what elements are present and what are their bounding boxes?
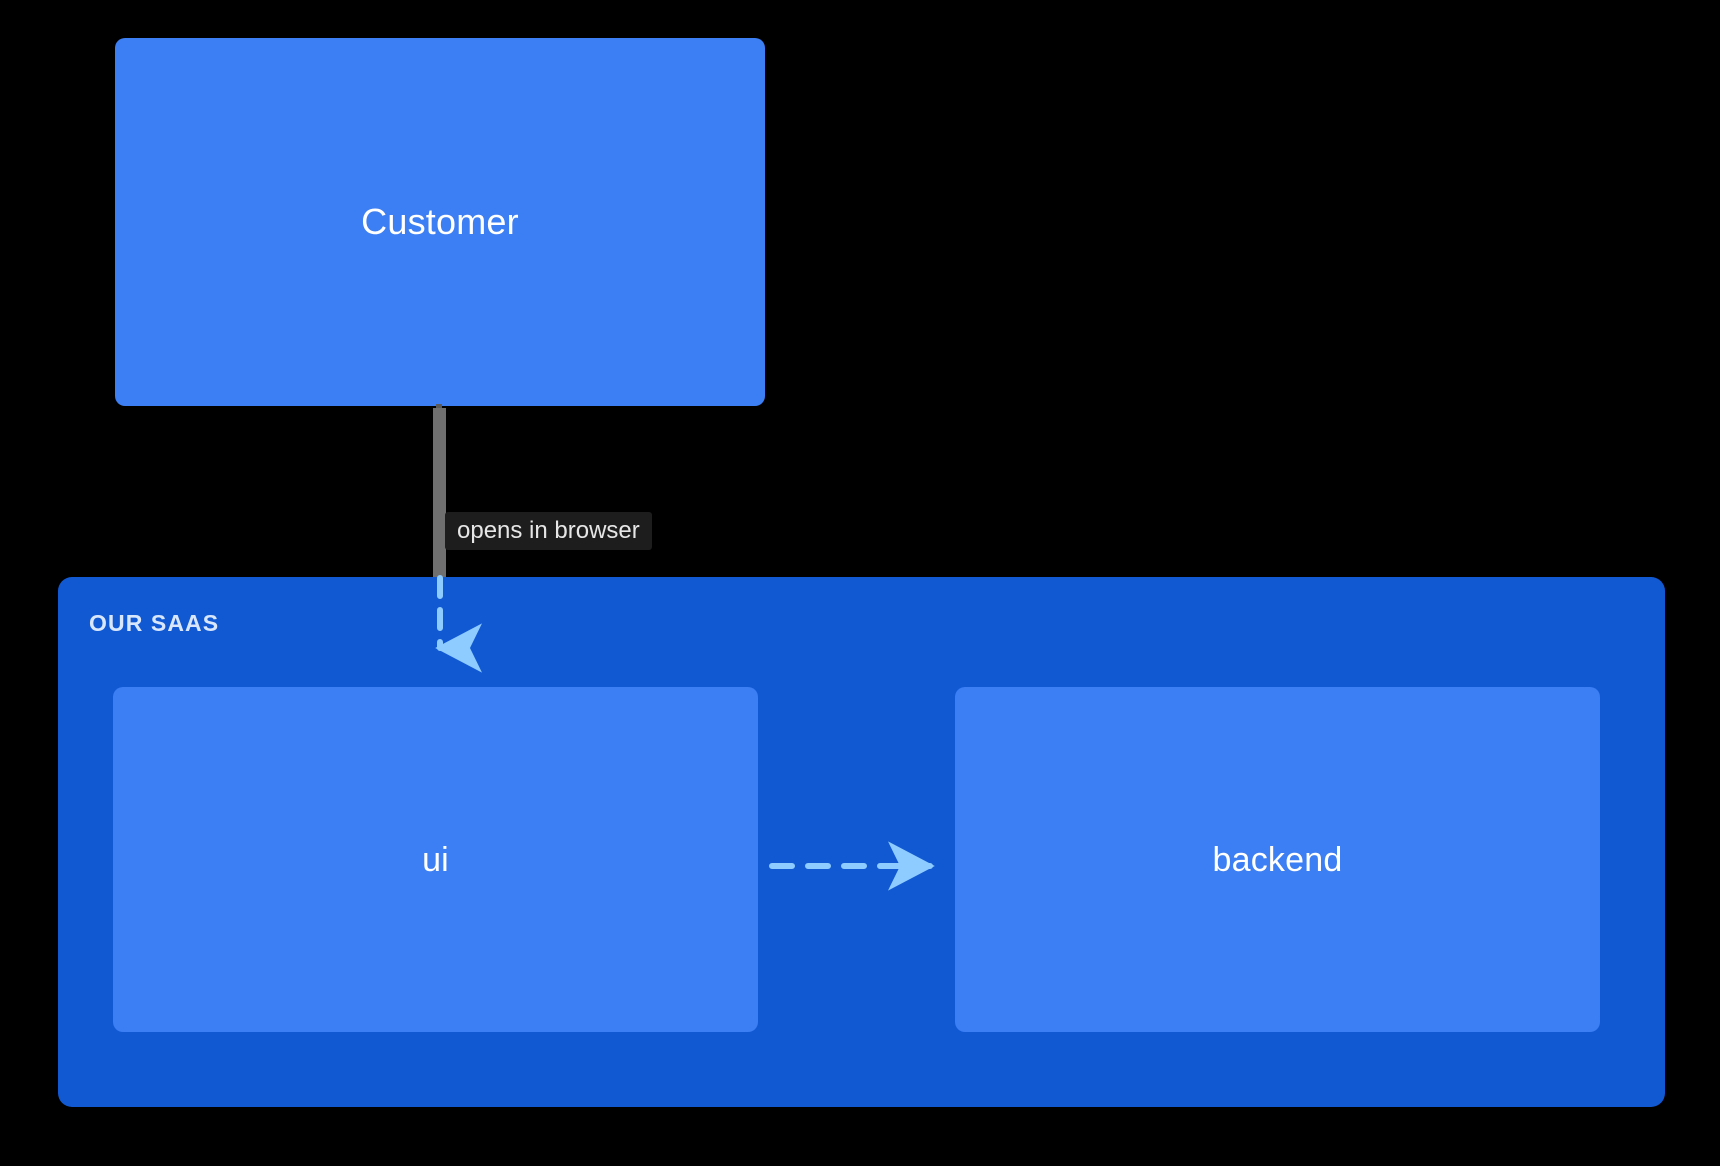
node-customer-label: Customer <box>361 201 519 242</box>
node-backend-label: backend <box>1212 840 1343 879</box>
edge-label-customer-to-ui: opens in browser <box>445 512 652 550</box>
node-customer[interactable]: Customer <box>115 38 765 406</box>
container-our-saas-title: OUR SAAS <box>89 610 220 636</box>
node-ui[interactable]: ui <box>113 687 758 1032</box>
container-our-saas[interactable]: OUR SAAS ui backend <box>58 577 1665 1107</box>
node-backend[interactable]: backend <box>955 687 1600 1032</box>
edge-customer-to-ui-stub <box>433 408 446 580</box>
edge-label-customer-to-ui-text: opens in browser <box>457 517 640 544</box>
node-ui-label: ui <box>422 840 449 879</box>
